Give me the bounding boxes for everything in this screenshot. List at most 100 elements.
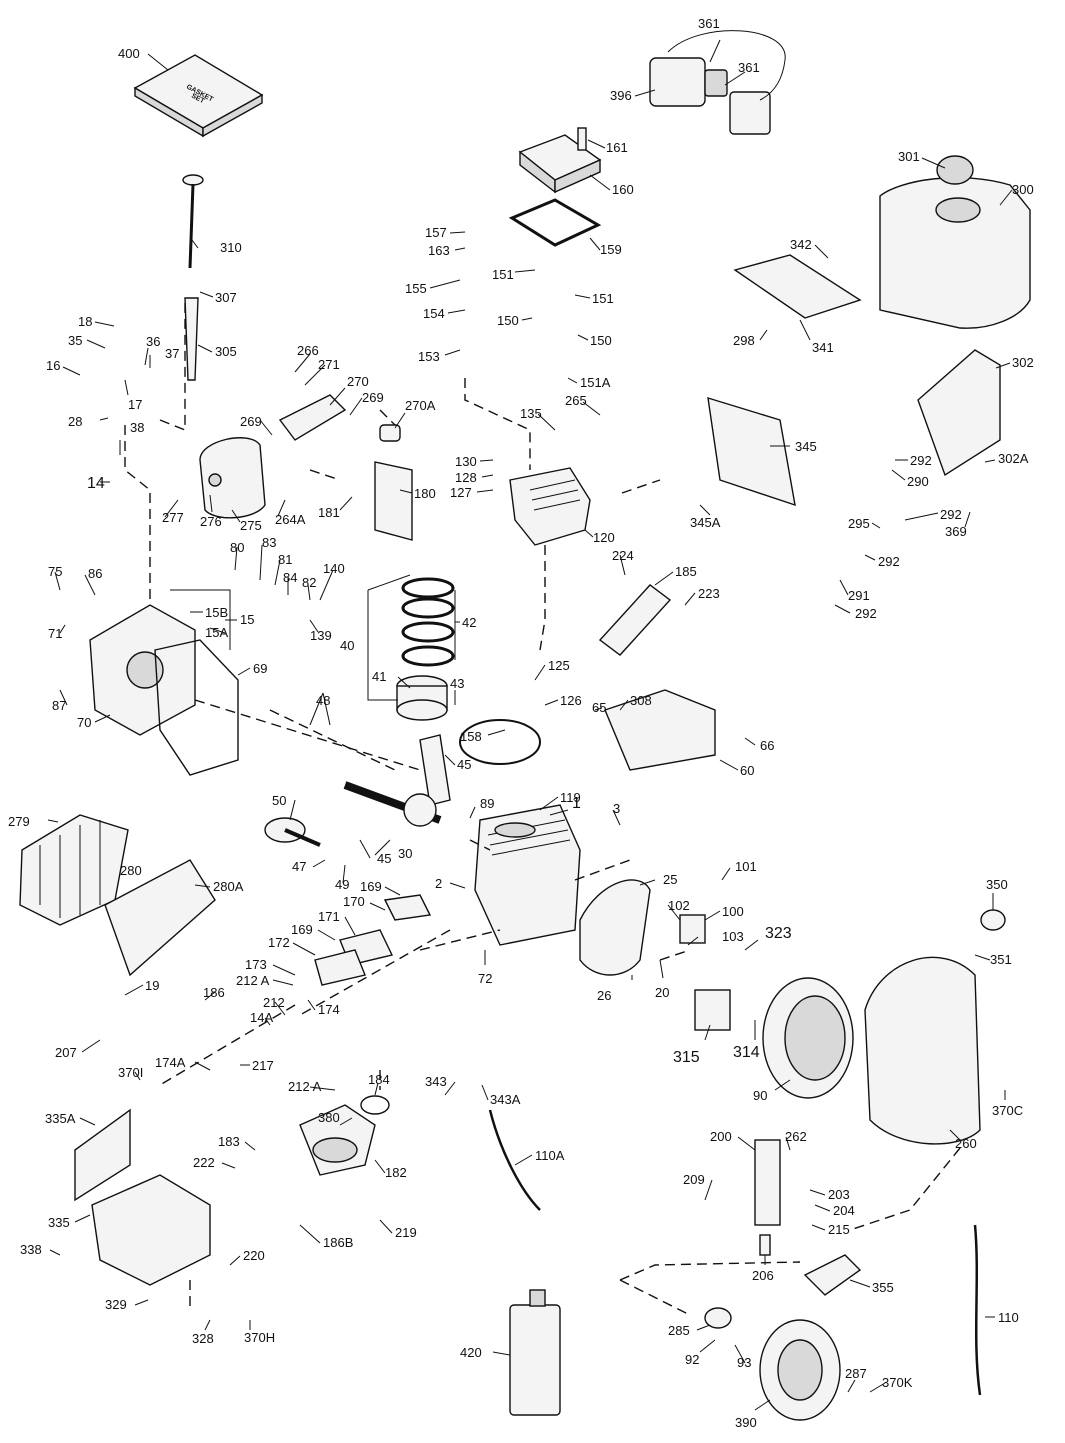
label-305: 305 bbox=[215, 344, 237, 359]
label-15: 15 bbox=[240, 612, 254, 627]
label-315: 315 bbox=[673, 1049, 700, 1066]
intake-gasket-a bbox=[383, 894, 432, 921]
air-cleaner-plate bbox=[104, 859, 216, 977]
label-87: 87 bbox=[52, 698, 66, 713]
label-45b: 45 bbox=[377, 851, 391, 866]
label-335A: 335A bbox=[45, 1111, 76, 1126]
blower-housing bbox=[864, 956, 981, 1145]
label-276: 276 bbox=[200, 514, 222, 529]
label-174A: 174A bbox=[155, 1055, 186, 1070]
dipstick bbox=[182, 174, 204, 269]
label-186: 186 bbox=[203, 985, 225, 1000]
label-217: 217 bbox=[252, 1058, 274, 1073]
label-351: 351 bbox=[990, 952, 1012, 967]
label-47: 47 bbox=[292, 859, 306, 874]
label-260: 260 bbox=[955, 1136, 977, 1151]
label-302A: 302A bbox=[998, 451, 1029, 466]
valve-cover-gasket bbox=[508, 198, 602, 247]
label-14A: 14A bbox=[250, 1010, 273, 1025]
back-plate bbox=[579, 879, 651, 976]
label-302: 302 bbox=[1012, 355, 1034, 370]
label-82: 82 bbox=[302, 575, 316, 590]
label-183: 183 bbox=[218, 1134, 240, 1149]
label-310: 310 bbox=[220, 240, 242, 255]
label-170: 170 bbox=[343, 894, 365, 909]
carburetor-cover bbox=[91, 1174, 211, 1286]
label-171: 171 bbox=[318, 909, 340, 924]
piston bbox=[396, 675, 448, 721]
blower-housing-plate bbox=[604, 689, 716, 771]
heat-shield bbox=[917, 349, 1001, 477]
label-135: 135 bbox=[520, 406, 542, 421]
label-380: 380 bbox=[318, 1110, 340, 1125]
label-209: 209 bbox=[683, 1172, 705, 1187]
ground-wire bbox=[973, 1224, 982, 1396]
camshaft bbox=[264, 817, 321, 847]
oil-bottle bbox=[509, 1289, 561, 1416]
label-262: 262 bbox=[785, 1129, 807, 1144]
label-314: 314 bbox=[733, 1044, 760, 1061]
label-291: 291 bbox=[848, 588, 870, 603]
label-100: 100 bbox=[722, 904, 744, 919]
label-26: 26 bbox=[597, 988, 611, 1003]
label-50: 50 bbox=[272, 793, 286, 808]
label-110A: 110A bbox=[535, 1148, 565, 1163]
label-292b: 292 bbox=[940, 507, 962, 522]
label-151a: 151 bbox=[492, 267, 514, 282]
label-19: 19 bbox=[145, 978, 159, 993]
label-130: 130 bbox=[455, 454, 477, 469]
label-2: 2 bbox=[435, 876, 442, 891]
label-71: 71 bbox=[48, 626, 62, 641]
label-345A: 345A bbox=[690, 515, 721, 530]
label-89: 89 bbox=[480, 796, 494, 811]
crankshaft bbox=[343, 781, 442, 827]
label-153: 153 bbox=[418, 349, 440, 364]
label-173: 173 bbox=[245, 957, 267, 972]
starter-pulley bbox=[704, 1307, 732, 1329]
head-gasket bbox=[459, 719, 541, 765]
label-222: 222 bbox=[193, 1155, 215, 1170]
label-206: 206 bbox=[752, 1268, 774, 1283]
label-128: 128 bbox=[455, 470, 477, 485]
electric-starter-motor bbox=[694, 989, 731, 1031]
label-163: 163 bbox=[428, 243, 450, 258]
label-140: 140 bbox=[323, 561, 345, 576]
label-25: 25 bbox=[663, 872, 677, 887]
label-212: 212 bbox=[263, 995, 285, 1010]
electric-starter bbox=[649, 30, 786, 135]
label-212Ab: 212 A bbox=[288, 1079, 322, 1094]
label-279: 279 bbox=[8, 814, 30, 829]
label-102: 102 bbox=[668, 898, 690, 913]
label-350: 350 bbox=[986, 877, 1008, 892]
label-84: 84 bbox=[283, 570, 297, 585]
control-bracket bbox=[754, 1139, 781, 1226]
label-48: 48 bbox=[316, 693, 330, 708]
label-157: 157 bbox=[425, 225, 447, 240]
label-125: 125 bbox=[548, 658, 570, 673]
label-120: 120 bbox=[593, 530, 615, 545]
label-200: 200 bbox=[710, 1129, 732, 1144]
label-35: 35 bbox=[68, 333, 82, 348]
label-45a: 45 bbox=[457, 757, 471, 772]
label-292a: 292 bbox=[910, 453, 932, 468]
label-280A: 280A bbox=[213, 879, 244, 894]
label-180: 180 bbox=[414, 486, 436, 501]
label-295: 295 bbox=[848, 516, 870, 531]
label-60: 60 bbox=[740, 763, 754, 778]
label-49: 49 bbox=[335, 877, 349, 892]
label-400: 400 bbox=[118, 46, 140, 61]
label-269b: 269 bbox=[362, 390, 384, 405]
label-323: 323 bbox=[765, 925, 792, 942]
label-36: 36 bbox=[146, 334, 160, 349]
label-181: 181 bbox=[318, 505, 340, 520]
label-264A: 264A bbox=[275, 512, 306, 527]
label-93: 93 bbox=[737, 1355, 751, 1370]
label-42: 42 bbox=[462, 615, 476, 630]
label-151b: 151 bbox=[592, 291, 614, 306]
label-343A: 343A bbox=[490, 1092, 521, 1107]
label-15B: 15B bbox=[205, 605, 228, 620]
label-270: 270 bbox=[347, 374, 369, 389]
label-83: 83 bbox=[262, 535, 276, 550]
label-203: 203 bbox=[828, 1187, 850, 1202]
